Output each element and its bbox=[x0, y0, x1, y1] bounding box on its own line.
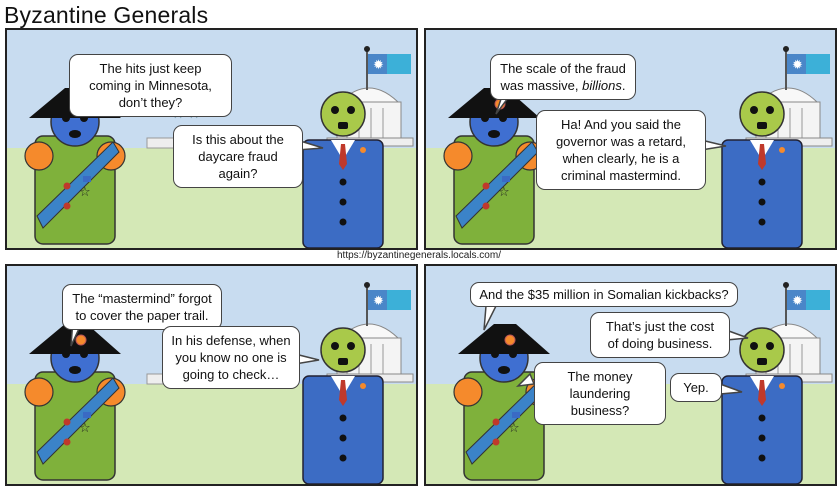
politician-character bbox=[721, 91, 803, 248]
panel-4-politician-speech-1: That’s just the cost of doing business. bbox=[590, 312, 730, 358]
svg-text:☆: ☆ bbox=[508, 421, 520, 436]
flag-icon: ✹ bbox=[783, 282, 830, 326]
svg-text:☆: ☆ bbox=[79, 185, 91, 200]
svg-text:✹: ✹ bbox=[373, 294, 384, 309]
svg-text:✹: ✹ bbox=[792, 294, 803, 309]
panel-2-general-speech: The scale of the fraud was massive, bill… bbox=[490, 54, 636, 100]
svg-text:☆: ☆ bbox=[498, 185, 510, 200]
panel-4-general-speech-1: And the $35 million in Somalian kickback… bbox=[470, 282, 738, 307]
panel-3: ✹ ☆ The “mastermind” forgot to cover the… bbox=[5, 264, 418, 486]
panel-1: ✹ ☆ The hits just keep coming in Minneso… bbox=[5, 28, 418, 250]
panel-4: ✹ ☆ And the $35 million in Somalian kick… bbox=[424, 264, 837, 486]
flag-icon: ✹ bbox=[364, 46, 411, 90]
politician-character bbox=[721, 327, 803, 484]
panel-1-politician-speech: Is this about the daycare fraud again? bbox=[173, 125, 303, 188]
panel-1-general-speech: The hits just keep coming in Minnesota, … bbox=[69, 54, 232, 117]
flag-icon: ✹ bbox=[783, 46, 830, 90]
svg-text:☆: ☆ bbox=[79, 421, 91, 436]
general-character: ☆ bbox=[24, 88, 126, 245]
politician-character bbox=[302, 91, 384, 248]
panel-2-general-speech-text: The scale of the fraud was massive, bill… bbox=[500, 61, 626, 93]
panel-3-politician-speech: In his defense, when you know no one is … bbox=[162, 326, 300, 389]
speech-tail bbox=[515, 372, 536, 388]
general-character: ☆ bbox=[443, 88, 545, 245]
flag-icon: ✹ bbox=[364, 282, 411, 326]
svg-text:✹: ✹ bbox=[792, 58, 803, 73]
panel-2-politician-speech: Ha! And you said the governor was a reta… bbox=[536, 110, 706, 190]
comic-title: Byzantine Generals bbox=[4, 2, 209, 28]
panel-4-general-speech-2: The money laundering business? bbox=[534, 362, 666, 425]
comic-url: https://byzantinegenerals.locals.com/ bbox=[337, 250, 501, 261]
panel-3-general-speech: The “mastermind” forgot to cover the pap… bbox=[62, 284, 222, 330]
panel-2: ✹ ☆ The scale of the fraud was massive, … bbox=[424, 28, 837, 250]
panel-4-politician-speech-2: Yep. bbox=[670, 373, 722, 402]
svg-text:✹: ✹ bbox=[373, 58, 384, 73]
politician-character bbox=[302, 327, 384, 484]
